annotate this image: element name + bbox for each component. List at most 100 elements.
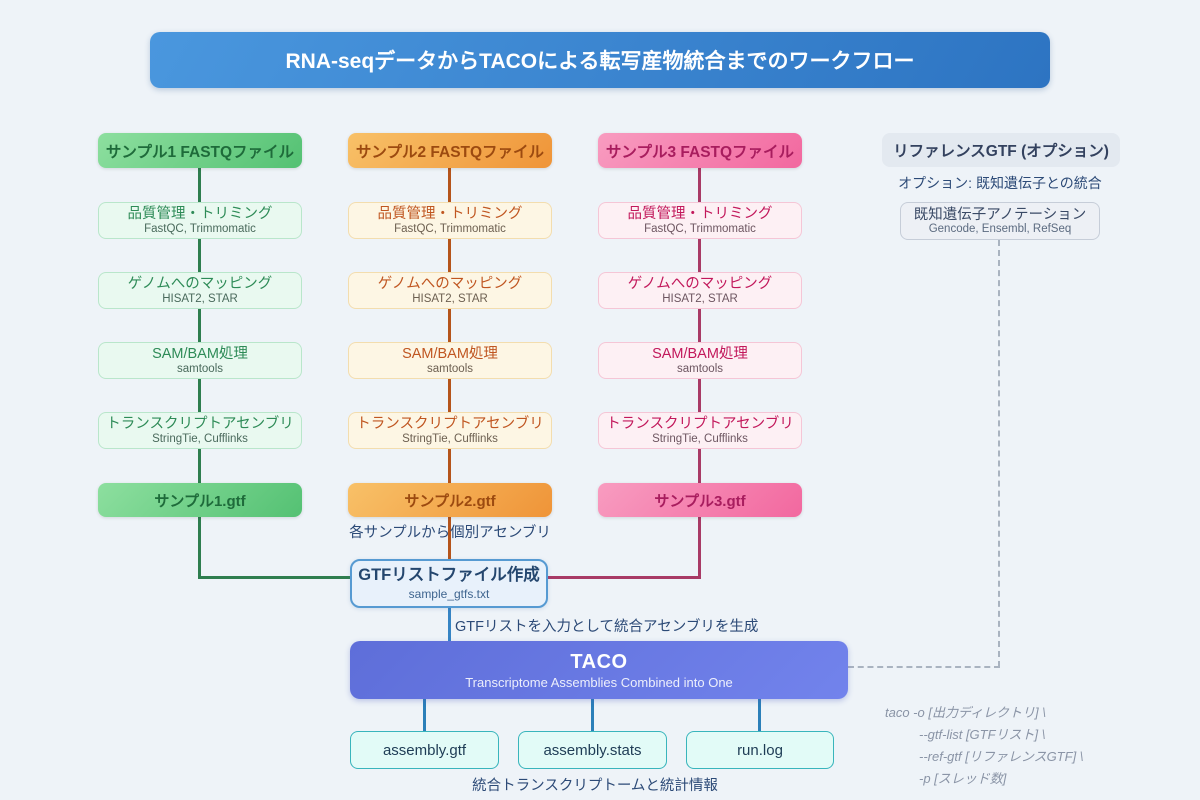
sambam-node-s3: SAM/BAM処理 samtools bbox=[598, 342, 802, 379]
taco-command-line: --gtf-list [GTFリスト] \ bbox=[919, 727, 1046, 742]
sample1-gtf-node: サンプル1.gtf bbox=[98, 483, 302, 517]
node-tools: HISAT2, STAR bbox=[662, 292, 738, 305]
connector-sample1 bbox=[198, 309, 201, 342]
node-label: run.log bbox=[737, 741, 783, 759]
node-tools: StringTie, Cufflinks bbox=[152, 432, 248, 445]
node-label: 品質管理・トリミング bbox=[377, 205, 523, 222]
run-log-node: run.log bbox=[686, 731, 834, 769]
connector-sample3 bbox=[698, 309, 701, 342]
node-label: ゲノムへのマッピング bbox=[627, 275, 773, 292]
connector-reference-dashed bbox=[998, 240, 1000, 667]
assembly-stats-node: assembly.stats bbox=[518, 731, 667, 769]
node-filename: sample_gtfs.txt bbox=[408, 587, 490, 601]
connector-sample3 bbox=[698, 168, 701, 202]
gtf-input-caption: GTFリストを入力として統合アセンブリを生成 bbox=[455, 619, 759, 635]
gtf-list-node: GTFリストファイル作成 sample_gtfs.txt bbox=[350, 559, 548, 608]
node-label: assembly.stats bbox=[543, 741, 642, 759]
node-label: サンプル2 FASTQファイル bbox=[355, 143, 545, 161]
assembly-gtf-node: assembly.gtf bbox=[350, 731, 499, 769]
connector-sample2 bbox=[448, 517, 451, 559]
node-label: サンプル3 FASTQファイル bbox=[605, 143, 795, 161]
node-tools: samtools bbox=[426, 362, 474, 375]
node-label: SAM/BAM処理 bbox=[652, 345, 748, 362]
node-label: サンプル3.gtf bbox=[654, 492, 746, 510]
connector-sample1 bbox=[198, 576, 350, 579]
node-label: assembly.gtf bbox=[382, 741, 467, 759]
connector-sample3 bbox=[698, 239, 701, 272]
taco-command-line: taco -o [出力ディレクトリ] \ bbox=[885, 705, 1046, 720]
mapping-node-s3: ゲノムへのマッピング HISAT2, STAR bbox=[598, 272, 802, 309]
reference-note: オプション: 既知遺伝子との統合 bbox=[898, 175, 1102, 191]
mapping-node-s2: ゲノムへのマッピング HISAT2, STAR bbox=[348, 272, 552, 309]
node-label: サンプル2.gtf bbox=[404, 492, 496, 510]
connector-sample2 bbox=[448, 168, 451, 202]
node-tools: HISAT2, STAR bbox=[412, 292, 488, 305]
diagram-title: RNA-seqデータからTACOによる転写産物統合までのワークフロー bbox=[150, 32, 1050, 88]
taco-command-line: -p [スレッド数] bbox=[919, 771, 1007, 786]
sambam-node-s2: SAM/BAM処理 samtools bbox=[348, 342, 552, 379]
connector-taco-output bbox=[758, 699, 761, 731]
sample2-fastq-node: サンプル2 FASTQファイル bbox=[348, 133, 552, 168]
connector-sample1 bbox=[198, 168, 201, 202]
node-label: トランスクリプトアセンブリ bbox=[106, 415, 294, 432]
reference-gtf-node: リファレンスGTF (オプション) bbox=[882, 133, 1120, 167]
sample3-fastq-node: サンプル3 FASTQファイル bbox=[598, 133, 802, 168]
per-sample-caption: 各サンプルから個別アセンブリ bbox=[349, 525, 551, 541]
node-tools: samtools bbox=[676, 362, 724, 375]
node-label: ゲノムへのマッピング bbox=[127, 275, 273, 292]
qc-trimming-node-s2: 品質管理・トリミング FastQC, Trimmomatic bbox=[348, 202, 552, 239]
assembly-node-s2: トランスクリプトアセンブリ StringTie, Cufflinks bbox=[348, 412, 552, 449]
connector-sample2 bbox=[448, 239, 451, 272]
node-tools: samtools bbox=[176, 362, 224, 375]
sample3-gtf-node: サンプル3.gtf bbox=[598, 483, 802, 517]
assembly-node-s1: トランスクリプトアセンブリ StringTie, Cufflinks bbox=[98, 412, 302, 449]
connector-sample3 bbox=[698, 449, 701, 483]
node-tools: FastQC, Trimmomatic bbox=[144, 222, 256, 235]
node-tools: StringTie, Cufflinks bbox=[402, 432, 498, 445]
connector-taco-output bbox=[591, 699, 594, 731]
node-label: 品質管理・トリミング bbox=[127, 205, 273, 222]
connector-sample1 bbox=[198, 517, 201, 579]
node-label: リファレンスGTF (オプション) bbox=[893, 143, 1109, 160]
connector-gtflist-taco bbox=[448, 608, 451, 641]
qc-trimming-node-s3: 品質管理・トリミング FastQC, Trimmomatic bbox=[598, 202, 802, 239]
node-label: トランスクリプトアセンブリ bbox=[356, 415, 544, 432]
connector-sample3 bbox=[698, 517, 701, 579]
node-label: GTFリストファイル作成 bbox=[358, 566, 540, 584]
node-tools: StringTie, Cufflinks bbox=[652, 432, 748, 445]
mapping-node-s1: ゲノムへのマッピング HISAT2, STAR bbox=[98, 272, 302, 309]
sample2-gtf-node: サンプル2.gtf bbox=[348, 483, 552, 517]
node-subtitle: Transcriptome Assemblies Combined into O… bbox=[465, 674, 733, 690]
connector-sample3 bbox=[548, 576, 700, 579]
node-label: SAM/BAM処理 bbox=[152, 345, 248, 362]
sample1-fastq-node: サンプル1 FASTQファイル bbox=[98, 133, 302, 168]
outputs-caption: 統合トランスクリプトームと統計情報 bbox=[472, 778, 718, 794]
node-label: トランスクリプトアセンブリ bbox=[606, 415, 794, 432]
connector-sample1 bbox=[198, 239, 201, 272]
taco-node: TACO Transcriptome Assemblies Combined i… bbox=[350, 641, 848, 699]
node-label: サンプル1.gtf bbox=[154, 492, 246, 510]
sambam-node-s1: SAM/BAM処理 samtools bbox=[98, 342, 302, 379]
taco-command-line: --ref-gtf [リファレンスGTF] \ bbox=[919, 749, 1084, 764]
node-label: SAM/BAM処理 bbox=[402, 345, 498, 362]
node-label: 品質管理・トリミング bbox=[627, 205, 773, 222]
connector-sample2 bbox=[448, 379, 451, 412]
assembly-node-s3: トランスクリプトアセンブリ StringTie, Cufflinks bbox=[598, 412, 802, 449]
node-tools: FastQC, Trimmomatic bbox=[394, 222, 506, 235]
node-label: TACO bbox=[570, 650, 628, 673]
node-label: ゲノムへのマッピング bbox=[377, 275, 523, 292]
connector-taco-output bbox=[423, 699, 426, 731]
connector-sample1 bbox=[198, 449, 201, 483]
node-tools: HISAT2, STAR bbox=[162, 292, 238, 305]
connector-sample1 bbox=[198, 379, 201, 412]
connector-sample2 bbox=[448, 449, 451, 483]
connector-sample2 bbox=[448, 309, 451, 342]
node-tools: Gencode, Ensembl, RefSeq bbox=[928, 222, 1072, 235]
qc-trimming-node-s1: 品質管理・トリミング FastQC, Trimmomatic bbox=[98, 202, 302, 239]
taco-command: taco -o [出力ディレクトリ] \ --gtf-list [GTFリスト]… bbox=[885, 702, 1083, 790]
node-label: 既知遺伝子アノテーション bbox=[913, 206, 1087, 223]
node-tools: FastQC, Trimmomatic bbox=[644, 222, 756, 235]
connector-reference-dashed bbox=[848, 666, 1000, 668]
node-label: サンプル1 FASTQファイル bbox=[105, 143, 295, 161]
